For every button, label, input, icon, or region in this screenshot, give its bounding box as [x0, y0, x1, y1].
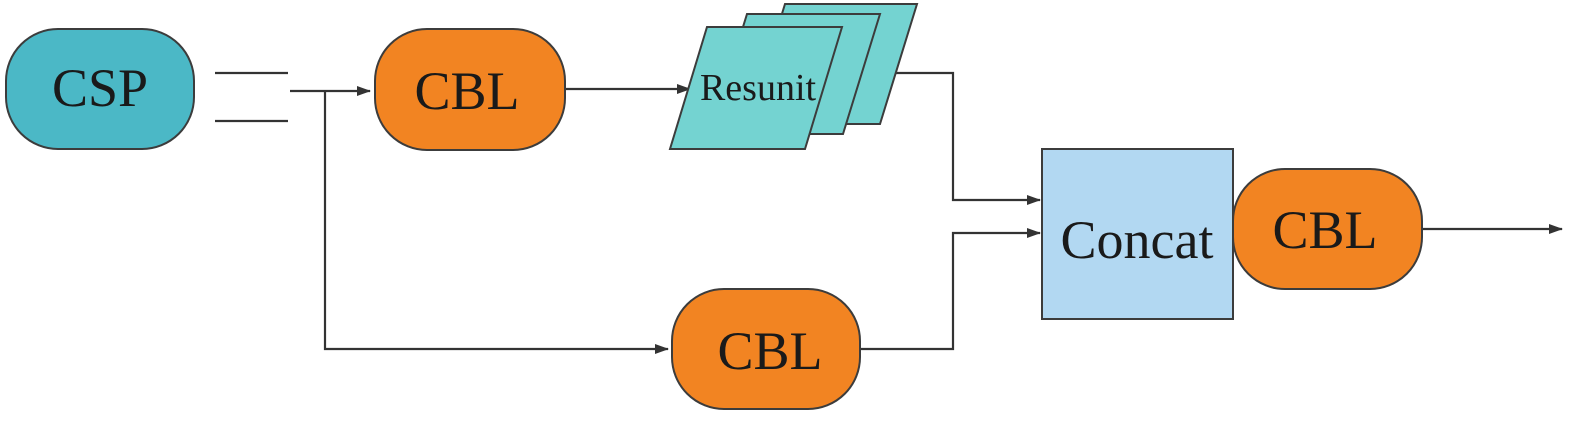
- resunit-to-concat-arrow: [872, 71, 1041, 205]
- cbl-bottom-label: CBL: [717, 321, 822, 381]
- csp-label: CSP: [52, 58, 148, 118]
- cbl-bottom-to-concat-arrow: [860, 228, 1041, 351]
- resunit-layer-front: [668, 26, 844, 150]
- cbl-right-node: CBL: [1232, 168, 1423, 290]
- branch-to-cbl-bottom-arrow: [323, 91, 669, 354]
- resunit-stack: Resunit: [668, 3, 919, 150]
- connectors: [215, 71, 1563, 354]
- cbl-bottom-node: CBL: [671, 288, 861, 410]
- csp-node: CSP: [5, 28, 195, 150]
- resunit-label: Resunit: [700, 67, 817, 109]
- cbl-right-label: CBL: [1272, 200, 1377, 260]
- cbl-top-node: CBL: [374, 28, 566, 151]
- concat-node: Concat: [1041, 148, 1234, 320]
- cbl-top-label: CBL: [414, 61, 519, 121]
- concat-label: Concat: [1061, 210, 1214, 270]
